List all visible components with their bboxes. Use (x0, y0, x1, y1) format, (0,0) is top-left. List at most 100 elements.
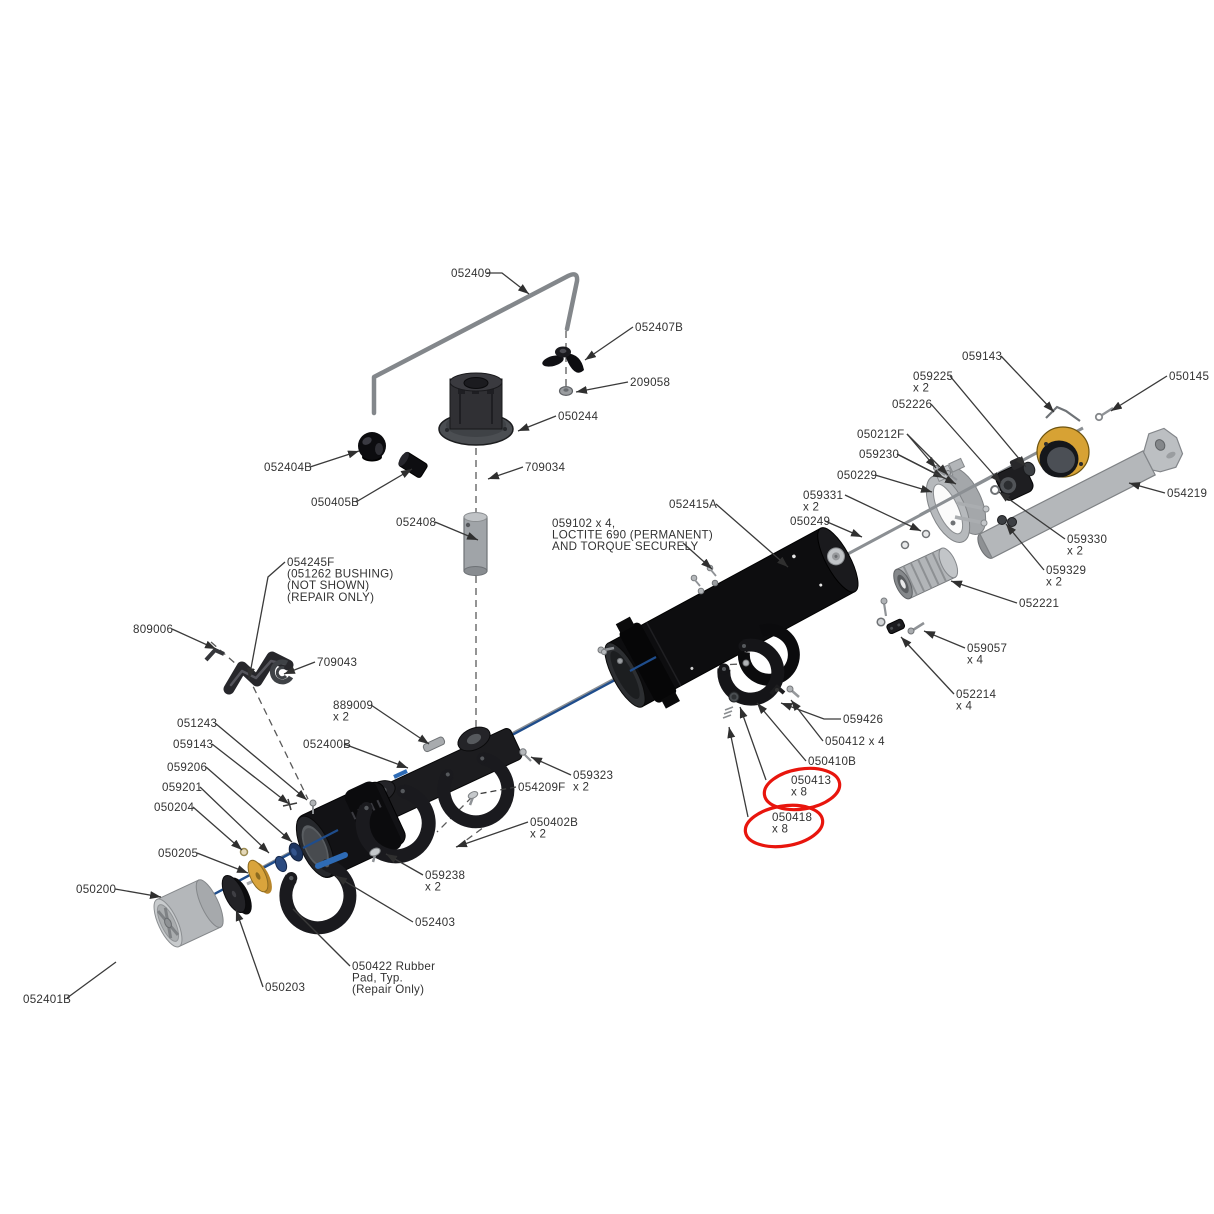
part-label-709043: 709043 (317, 656, 357, 669)
part-label-052408: 052408 (396, 516, 436, 529)
part-059206-nut (288, 842, 304, 862)
leader-line-050212F (906, 433, 949, 476)
leader-line-059323 (530, 756, 572, 776)
part-059323-screw (519, 748, 532, 762)
highlight-ellipse-050418 (743, 803, 825, 849)
part-label-052400B: 052400B (303, 738, 351, 751)
leader-line-052404B (309, 450, 360, 468)
part-label-050205: 050205 (158, 847, 198, 860)
leader-line-059331 (844, 494, 922, 532)
leader-line-052400B (343, 743, 409, 769)
leader-line-050205 (196, 852, 249, 874)
leader-line-054245F-note (247, 561, 286, 680)
part-label-050410B: 050410B (808, 755, 856, 768)
leader-line-059330 (998, 491, 1066, 540)
leader-line-052221 (950, 580, 1018, 604)
leader-line-050229 (874, 474, 933, 493)
part-label-059426: 059426 (843, 713, 883, 726)
part-050244-hub (438, 372, 514, 446)
part-yellow-collar (1036, 426, 1090, 478)
leader-line-059329 (1005, 523, 1045, 571)
part-label-050249: 050249 (790, 515, 830, 528)
part-050203-disc (221, 874, 252, 915)
part-label-059102-note: 059102 x 4,LOCTITE 690 (PERMANENT)AND TO… (552, 517, 713, 553)
part-052404B-cap (358, 432, 386, 462)
part-label-059206: 059206 (167, 761, 207, 774)
part-label-052404B: 052404B (264, 461, 312, 474)
leader-line-052407B (584, 326, 634, 361)
part-label-052407B: 052407B (635, 321, 683, 334)
callout-layer: 052409052407B209058050244709034052404B05… (23, 267, 1209, 1006)
leader-line-052226 (930, 403, 1002, 484)
leader-line-051243 (214, 722, 308, 801)
part-small-fasteners-right (876, 461, 1036, 635)
part-052407B-prop (542, 346, 584, 373)
part-050200-prop-cup (153, 879, 224, 948)
leader-line-050200 (114, 888, 162, 900)
part-059201-nut (274, 855, 288, 873)
leader-line-052408 (434, 521, 479, 541)
part-054219-support-tube (977, 427, 1184, 559)
part-label-052226: 052226 (892, 398, 932, 411)
leader-line-052403 (335, 875, 414, 923)
part-label-052403: 052403 (415, 916, 455, 929)
leader-line-050203 (235, 909, 264, 988)
part-label-050405B: 050405B (311, 496, 359, 509)
part-rubber-pad-strip (315, 852, 348, 869)
part-label-050203: 050203 (265, 981, 305, 994)
part-052409-tilt-rod (371, 272, 580, 416)
leader-line-050145 (1110, 375, 1168, 412)
part-709043-clip (269, 659, 294, 685)
part-label-059230: 059230 (859, 448, 899, 461)
part-label-059201: 059201 (162, 781, 202, 794)
leader-line-054219 (1128, 482, 1166, 494)
leader-line-709043 (283, 661, 316, 675)
part-059238-screws (369, 791, 479, 863)
leader-line-050422-note (292, 908, 351, 967)
part-label-809006: 809006 (133, 623, 173, 636)
part-label-050145: 050145 (1169, 370, 1209, 383)
leader-line-050249 (824, 520, 863, 538)
leader-line-059230 (896, 453, 957, 485)
leader-line-050405B (355, 468, 413, 503)
leader-line-059206 (205, 766, 293, 843)
part-052221-roller (893, 547, 959, 600)
leader-line-050413 (739, 706, 767, 781)
leader-line-059057 (923, 630, 966, 649)
part-label-209058: 209058 (630, 376, 670, 389)
part-050410B-clamps (717, 623, 800, 706)
part-label-054245F-note: 054245F(051262 BUSHING)(NOT SHOWN)(REPAI… (287, 556, 393, 604)
leader-line-052415A (715, 503, 789, 568)
leader-line-059102-note (682, 542, 713, 570)
leader-line-059143-top (1000, 355, 1055, 413)
part-label-050412: 050412 x 4 (825, 735, 885, 748)
leader-line-052214 (900, 636, 955, 695)
highlight-ellipse-050413 (762, 766, 842, 812)
part-209058-nut (558, 386, 574, 397)
leader-line-050204 (192, 806, 243, 851)
part-052415A-housing (604, 527, 859, 709)
leader-line-709034 (487, 466, 524, 480)
leader-line-050418 (727, 726, 749, 818)
part-label-050200: 050200 (76, 883, 116, 896)
leader-line-050402B (455, 821, 529, 848)
leader-line-059238 (385, 853, 424, 876)
part-label-050244: 050244 (558, 410, 598, 423)
part-label-052221: 052221 (1019, 597, 1059, 610)
part-label-059143-top: 059143 (962, 350, 1002, 363)
leader-line-050410B (756, 702, 807, 762)
leader-line-059225 (949, 375, 1027, 468)
part-label-051243: 051243 (177, 717, 217, 730)
